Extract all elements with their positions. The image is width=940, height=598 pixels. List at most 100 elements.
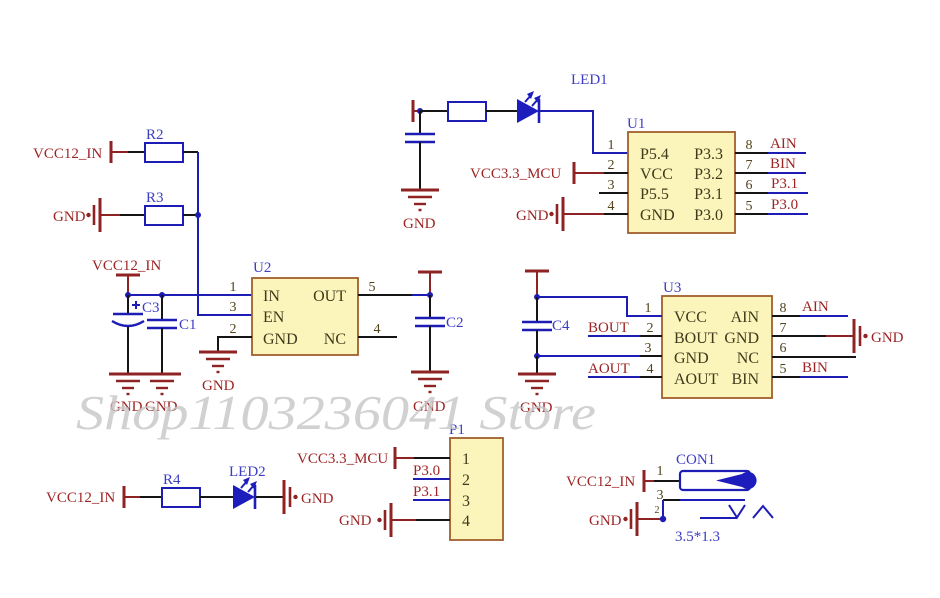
u1-pin-number: 2 bbox=[608, 158, 615, 173]
u3-pin-name: BOUT bbox=[674, 330, 718, 347]
u1-pin-name: P5.4 bbox=[640, 146, 669, 163]
connector-p1 bbox=[449, 437, 504, 541]
designator-led1: LED1 bbox=[571, 72, 608, 88]
capacitor-c1 bbox=[145, 318, 179, 330]
u3-pin-name: AIN bbox=[731, 309, 760, 326]
net-label-vcc12-r2: VCC12_IN bbox=[33, 146, 102, 162]
net-label-gnd-p1: GND bbox=[339, 513, 372, 529]
u2-pin-name: NC bbox=[324, 331, 346, 348]
u3-section: U3 VCC BOUT GND AOUT AIN GND NC BIN 1 2 … bbox=[516, 269, 904, 416]
net-label-ain-u1: AIN bbox=[770, 136, 797, 152]
led1-section: LED1 GND bbox=[399, 72, 628, 232]
net-label-aout: AOUT bbox=[588, 361, 630, 377]
u3-pin-number: 5 bbox=[780, 362, 787, 377]
ground-icon bbox=[282, 478, 300, 516]
net-label-vcc33-u1: VCC3.3_MCU bbox=[470, 166, 561, 182]
resistor-r3 bbox=[144, 205, 184, 226]
net-label-vcc12-rail: VCC12_IN bbox=[92, 258, 161, 274]
u1-pin-number: 5 bbox=[746, 199, 753, 214]
chip-u2 bbox=[251, 277, 359, 356]
designator-led2: LED2 bbox=[229, 464, 266, 480]
con1-pin-number: 1 bbox=[657, 464, 664, 479]
designator-c2: C2 bbox=[446, 315, 464, 331]
net-label-p31-p1: P3.1 bbox=[413, 484, 440, 500]
u3-pin-number: 6 bbox=[780, 341, 787, 356]
designator-r4: R4 bbox=[163, 472, 181, 488]
con1-pin-number: 2 bbox=[655, 505, 660, 516]
net-label-gnd-con1: GND bbox=[589, 513, 622, 529]
u1-pin-number: 4 bbox=[608, 199, 615, 214]
designator-c3: C3 bbox=[142, 300, 160, 316]
u2-pin-name: EN bbox=[263, 309, 285, 326]
led2-icon bbox=[231, 475, 259, 511]
u3-pin-name: NC bbox=[737, 350, 759, 367]
net-label-gnd-u2: GND bbox=[202, 378, 235, 394]
u2-pin-number: 3 bbox=[230, 300, 237, 315]
p1-pin-number: 3 bbox=[462, 493, 470, 510]
u2-pin-number: 5 bbox=[369, 280, 376, 295]
led2-section: VCC12_IN R4 LED2 GND bbox=[46, 464, 334, 516]
net-label-ain-u3: AIN bbox=[802, 299, 829, 315]
u2-pin-number: 1 bbox=[230, 280, 237, 295]
u3-pin-name: GND bbox=[724, 330, 759, 347]
p1-pin-number: 2 bbox=[462, 472, 470, 489]
designator-u3: U3 bbox=[663, 280, 681, 296]
wire bbox=[217, 336, 252, 352]
u3-pin-name: GND bbox=[674, 350, 709, 367]
net-label-gnd-u3: GND bbox=[871, 330, 904, 346]
p1-pin-number: 1 bbox=[462, 451, 470, 468]
designator-c4: C4 bbox=[552, 318, 570, 334]
net-label-gnd-led2: GND bbox=[301, 491, 334, 507]
u2-pin-name: IN bbox=[263, 288, 280, 305]
chip-u1 bbox=[627, 131, 736, 234]
designator-con1: CON1 bbox=[676, 452, 715, 468]
capacitor-c2 bbox=[413, 316, 447, 328]
ground-icon bbox=[399, 188, 441, 212]
ground-icon bbox=[852, 317, 870, 355]
capacitor-led1 bbox=[403, 132, 437, 144]
c2-section: C2 GND bbox=[409, 270, 464, 415]
net-label-gnd-u1: GND bbox=[516, 208, 549, 224]
net-label-gnd-c1: GND bbox=[145, 399, 178, 415]
net-label-vcc12-led2: VCC12_IN bbox=[46, 490, 115, 506]
jack-arrow-icon bbox=[728, 504, 746, 520]
wire-vcc-u3 bbox=[537, 296, 662, 317]
designator-c1: C1 bbox=[179, 317, 197, 333]
u3-pin-number: 2 bbox=[647, 321, 654, 336]
net-label-gnd-r3: GND bbox=[53, 209, 86, 225]
con1-size-label: 3.5*1.3 bbox=[675, 529, 720, 545]
designator-r2: R2 bbox=[146, 127, 164, 143]
jack-spring-icon bbox=[752, 504, 774, 519]
u3-pin-number: 3 bbox=[645, 341, 652, 356]
u1-pin-name: VCC bbox=[640, 166, 673, 183]
net-label-bout: BOUT bbox=[588, 320, 629, 336]
u2-pin-number: 2 bbox=[230, 322, 237, 337]
u2-section: U2 IN EN GND OUT NC 1 3 2 5 4 GND bbox=[197, 260, 430, 394]
wire-to-u1 bbox=[540, 110, 628, 154]
input-rail-section: VCC12_IN C3 GND C1 GND bbox=[92, 258, 252, 415]
u3-pin-name: BIN bbox=[731, 371, 759, 388]
u1-pin-number: 6 bbox=[746, 178, 753, 193]
net-label-vcc12-con1: VCC12_IN bbox=[566, 474, 635, 490]
net-label-vcc33-p1: VCC3.3_MCU bbox=[297, 451, 388, 467]
net-label-bin-u3: BIN bbox=[802, 360, 828, 376]
con1-section: VCC12_IN 1 3 2 CON1 GND 3.5*1.3 bbox=[566, 452, 774, 545]
r2-r3-section: VCC12_IN R2 GND R3 bbox=[33, 127, 252, 316]
p1-pin-number: 4 bbox=[462, 513, 470, 530]
u3-pin-number: 4 bbox=[647, 362, 654, 377]
net-label-bin-u1: BIN bbox=[770, 156, 796, 172]
u1-pin-name: P3.2 bbox=[694, 166, 723, 183]
u1-pin-number: 3 bbox=[608, 178, 615, 193]
designator-u1: U1 bbox=[627, 116, 645, 132]
net-label-p31-u1: P3.1 bbox=[771, 176, 798, 192]
p1-section: P1 1 2 3 4 VCC3.3_MCU P3.0 P3.1 GND bbox=[297, 422, 504, 541]
ground-icon bbox=[621, 500, 639, 538]
resistor-led1 bbox=[447, 101, 487, 122]
u3-pin-number: 8 bbox=[780, 301, 787, 316]
junction-dot bbox=[659, 515, 667, 523]
watermark-text: Shop1103236041 Store bbox=[76, 385, 596, 440]
ground-icon bbox=[375, 501, 393, 539]
net-label-gnd-led1: GND bbox=[403, 216, 436, 232]
